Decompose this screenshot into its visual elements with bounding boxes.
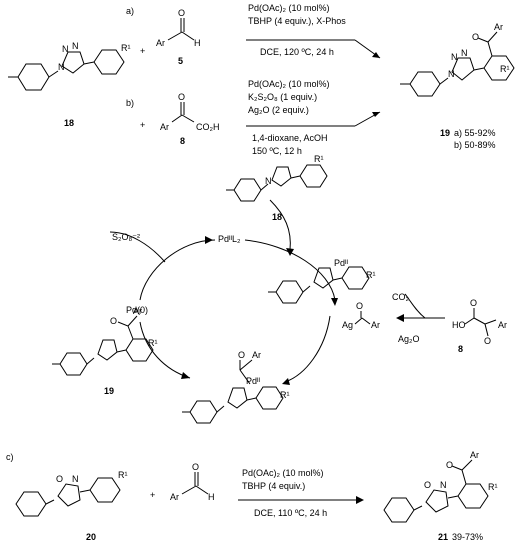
acid-number-8: 8 — [458, 344, 463, 354]
palladacycle-structure — [268, 266, 370, 304]
cycle-sm-r1: R¹ — [314, 154, 324, 164]
ketoacid-8-structure — [171, 102, 195, 123]
product-19-r1: R¹ — [500, 64, 510, 74]
compound-number-18: 18 — [64, 118, 74, 128]
substituent-r1-18: R¹ — [121, 43, 131, 53]
ketoacid-ar: Ar — [160, 122, 169, 132]
plus-sign-b: + — [140, 120, 145, 130]
acyl-pd-pd: Pdᴵᴵ — [246, 376, 261, 386]
compound-number-19: 19 — [440, 128, 450, 138]
compound-number-20: 20 — [86, 532, 96, 542]
conditions-a-3: DCE, 120 ºC, 24 h — [260, 47, 334, 57]
cycle-pd-l2: PdᴵᴵL₂ — [218, 234, 241, 244]
catalytic-cycle-arrows — [109, 199, 445, 385]
silver-acyl-structure — [354, 311, 371, 325]
ketoacid-co2h: CO₂H — [196, 122, 220, 132]
isoxazole-20-structure — [15, 477, 121, 517]
cycle-sm-number-18: 18 — [272, 212, 282, 222]
conditions-b-1: Pd(OAc)₂ (10 mol%) — [248, 79, 330, 89]
conditions-c-1: Pd(OAc)₂ (10 mol%) — [242, 468, 324, 478]
cycle-sm-n: N — [265, 176, 272, 186]
acyl-pd-intermediate-structure — [182, 359, 284, 424]
label-b: b) — [126, 98, 134, 108]
product-21-o-ring: O — [424, 480, 431, 490]
cycle-product-ar: Ar — [133, 306, 142, 316]
acid-8-o-bottom: O — [484, 336, 491, 346]
acid-8-ar: Ar — [498, 320, 507, 330]
plus-sign-a: + — [140, 46, 145, 56]
product-19-structure — [400, 31, 515, 97]
cycle-sm-18-structure — [226, 164, 328, 202]
atom-n2: N — [62, 44, 69, 54]
product-21-n: N — [440, 480, 447, 490]
conditions-b-5: 150 ºC, 12 h — [252, 146, 302, 156]
ketoacid-o: O — [178, 92, 185, 102]
compound-number-21: 21 — [438, 532, 448, 542]
label-a: a) — [126, 6, 134, 16]
isoxazole-20-r1: R¹ — [118, 470, 128, 480]
product-21-ar: Ar — [470, 450, 479, 460]
aldehyde-o: O — [178, 8, 185, 18]
acid-8-ho: HO — [452, 320, 466, 330]
label-c: c) — [6, 452, 14, 462]
yield-19-a: a) 55-92% — [454, 128, 496, 138]
silver-acyl-ar: Ar — [371, 320, 380, 330]
conditions-a-1: Pd(OAc)₂ (10 mol%) — [248, 3, 330, 13]
decarboxylation-co2: CO₂ — [392, 292, 410, 302]
product-21-structure — [383, 459, 489, 523]
isoxazole-20-o: O — [56, 474, 63, 484]
yield-19-b: b) 50-89% — [454, 140, 496, 150]
aldehyde-c-h: H — [208, 492, 215, 502]
decarboxylation-ag2o: Ag₂O — [398, 334, 420, 344]
compound-number-8: 8 — [180, 136, 185, 146]
product-19-ar: Ar — [494, 22, 503, 32]
product-19-o: O — [472, 32, 479, 42]
aldehyde-5-structure — [167, 18, 195, 41]
isoxazole-20-n: N — [72, 474, 79, 484]
atom-n3: N — [72, 41, 79, 51]
conditions-b-3: Ag₂O (2 equiv.) — [248, 105, 309, 115]
product-19-n1: N — [448, 69, 455, 79]
product-21-o-carbonyl: O — [446, 460, 453, 470]
palladacycle-pd: Pdᴵᴵ — [334, 258, 349, 268]
acyl-pd-r1: R¹ — [280, 390, 290, 400]
acid-8-o-top: O — [470, 298, 477, 308]
conditions-a-2: TBHP (4 equiv.), X-Phos — [248, 16, 346, 26]
conditions-b-4: 1,4-dioxane, AcOH — [252, 133, 328, 143]
cycle-product-19-structure — [52, 315, 154, 376]
cycle-product-r1: R¹ — [148, 338, 158, 348]
yield-21: 39-73% — [452, 532, 483, 542]
acyl-pd-o: O — [238, 350, 245, 360]
aldehyde-h: H — [194, 38, 201, 48]
product-21-r1: R¹ — [488, 482, 498, 492]
product-19-n3: N — [461, 48, 468, 58]
cycle-product-o: O — [110, 316, 117, 326]
conditions-b-2: K₂S₂O₈ (1 equiv.) — [248, 92, 317, 102]
aldehyde-c-structure — [181, 472, 209, 495]
compound-number-5: 5 — [178, 56, 183, 66]
acyl-pd-ar: Ar — [252, 350, 261, 360]
compound-18-structure — [8, 49, 125, 91]
atom-n1: N — [58, 62, 65, 72]
palladacycle-r1: R¹ — [366, 270, 376, 280]
cycle-pd0: Pd(0) — [126, 305, 148, 315]
silver-acyl-ag: Ag — [342, 320, 353, 330]
cycle-product-number-19: 19 — [104, 386, 114, 396]
aldehyde-c-ar: Ar — [170, 492, 179, 502]
aldehyde-ar: Ar — [156, 38, 165, 48]
silver-acyl-o: O — [356, 301, 363, 311]
conditions-c-2: TBHP (4 equiv.) — [242, 481, 305, 491]
aldehyde-c-o: O — [192, 462, 199, 472]
plus-sign-c: + — [150, 490, 155, 500]
product-19-n2: N — [451, 52, 458, 62]
conditions-c-3: DCE, 110 ºC, 24 h — [254, 508, 327, 518]
cycle-persulfate: S₂O₈⁻² — [112, 232, 140, 242]
acid-8-structure — [464, 308, 497, 337]
